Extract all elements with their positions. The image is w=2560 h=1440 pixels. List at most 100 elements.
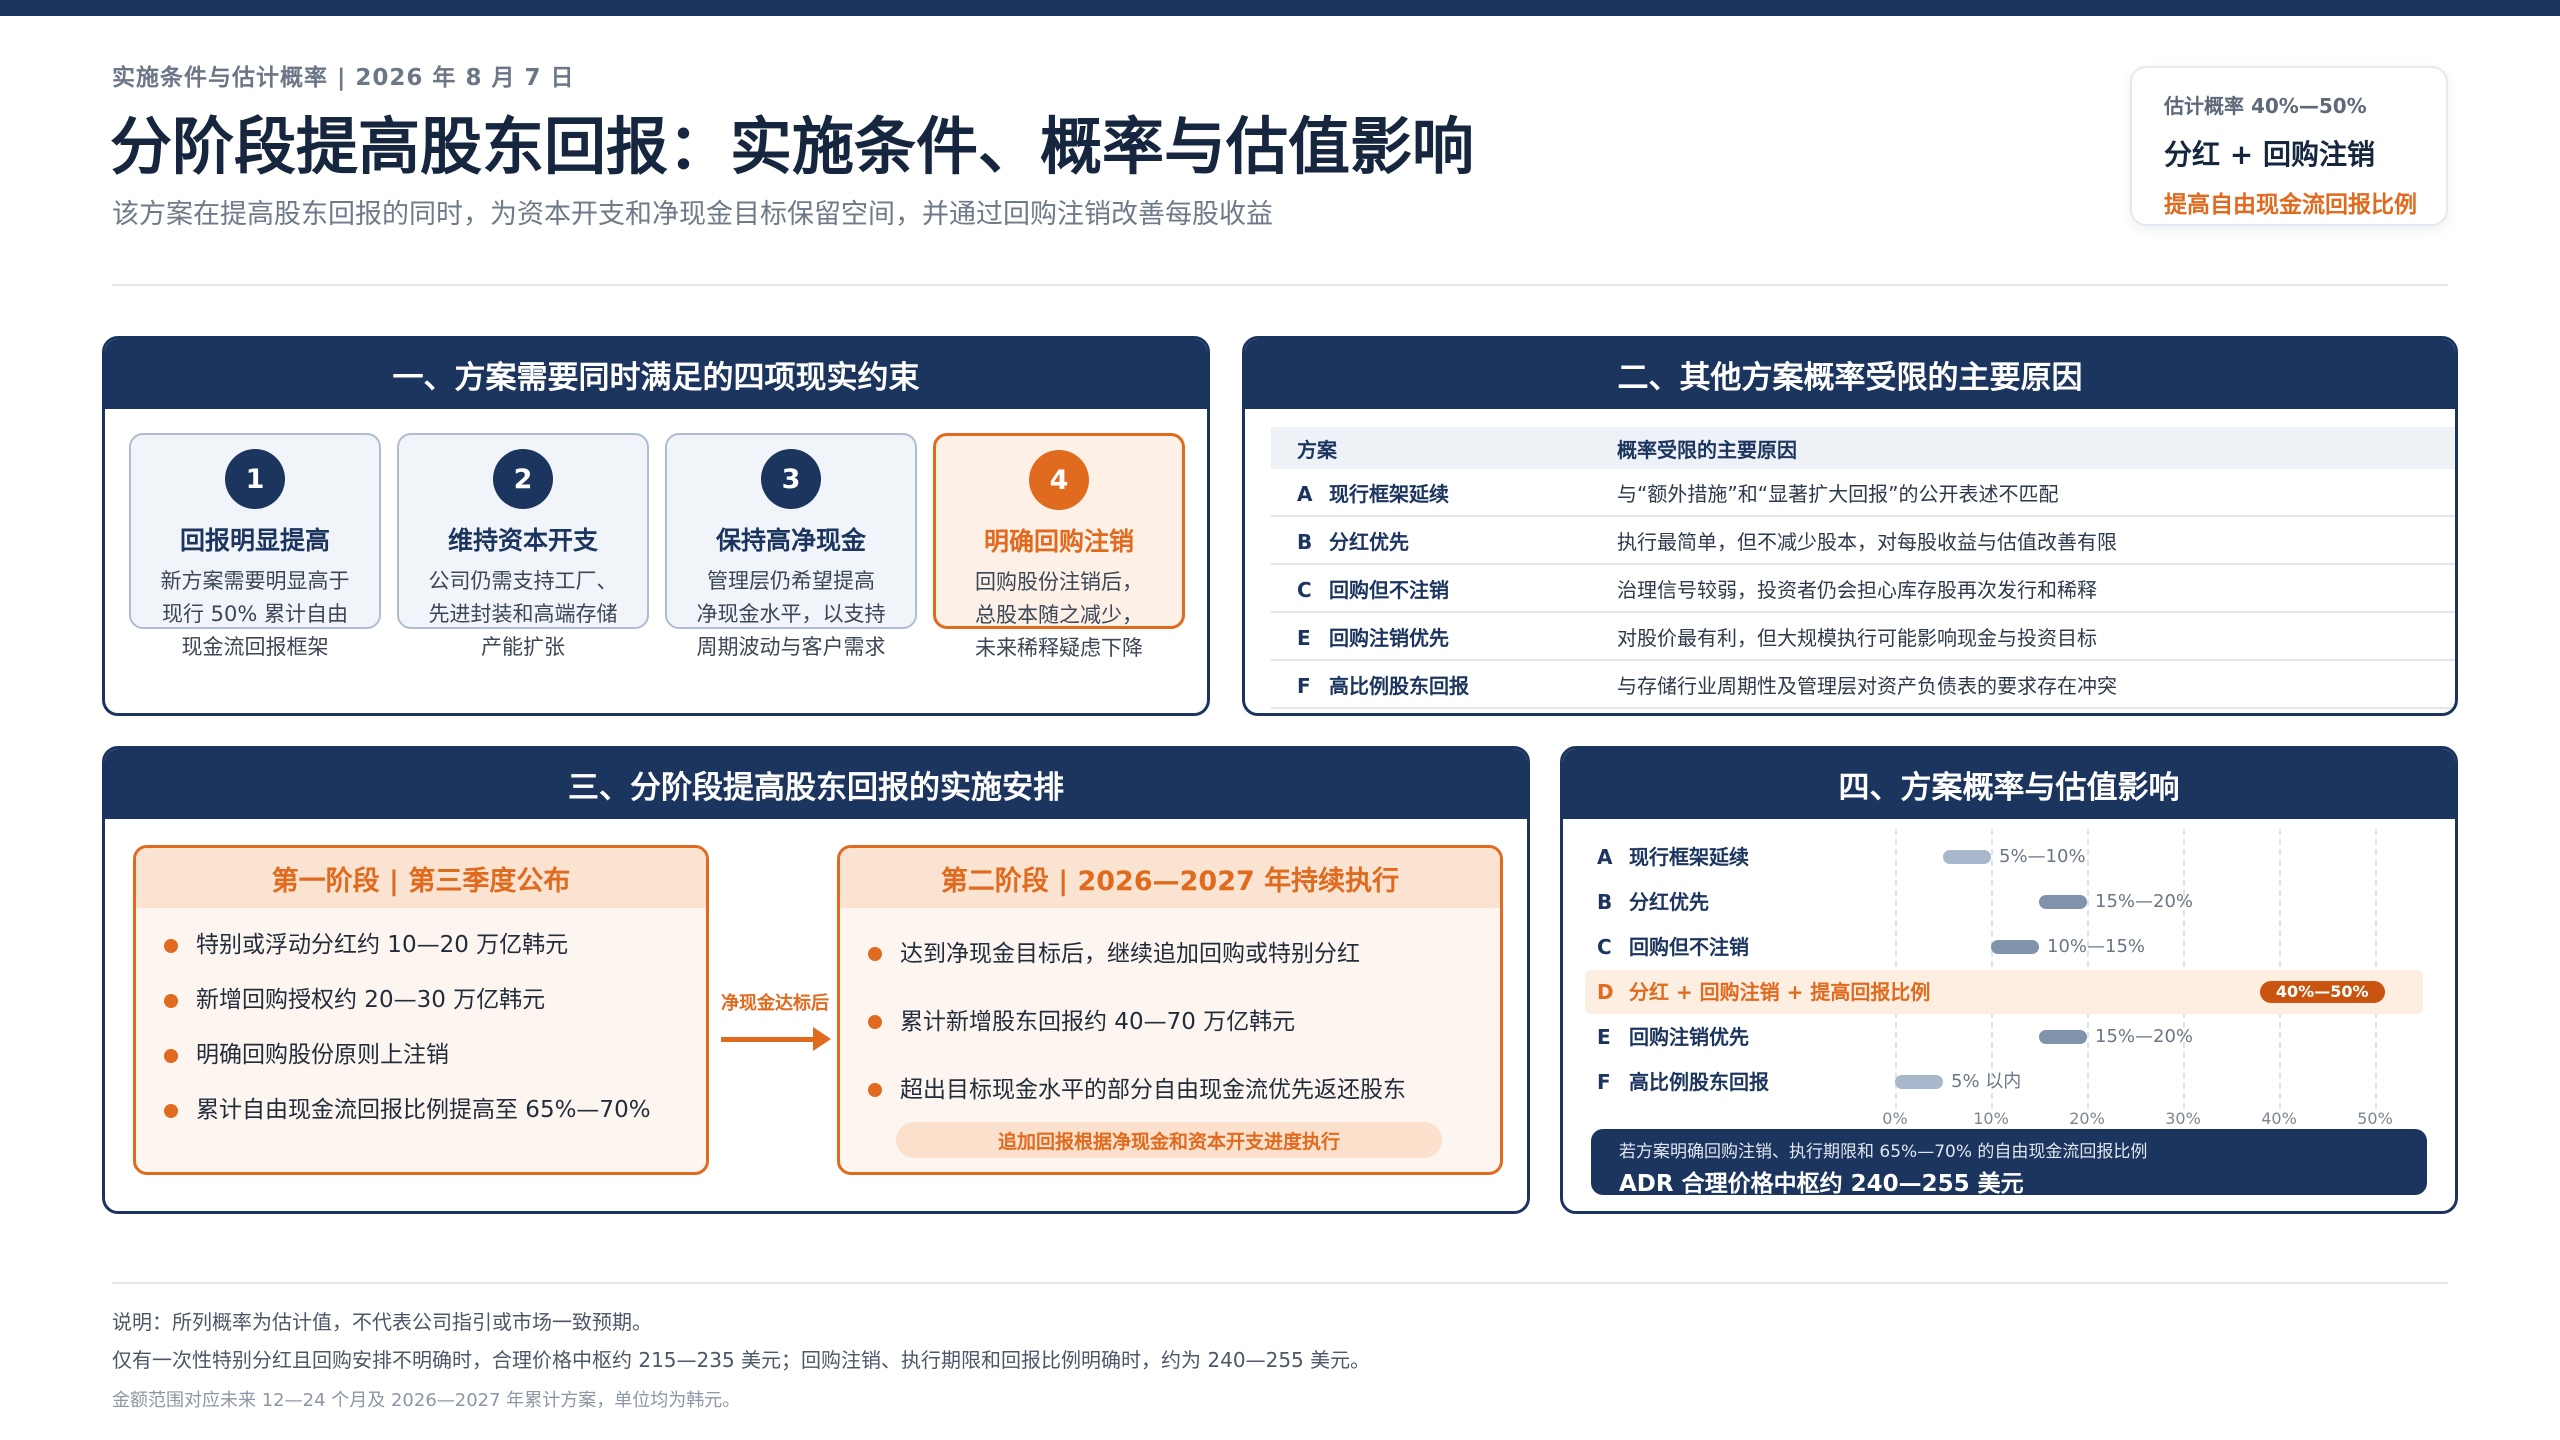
probability-range-bar — [1991, 940, 2039, 954]
table-header: 方案 概率受限的主要原因 — [1271, 427, 2455, 469]
stage-item: 累计自由现金流回报比例提高至 65%—70% — [136, 1083, 706, 1138]
arrow-right-icon — [813, 1027, 831, 1051]
grid-line — [1895, 829, 1897, 1109]
panel-title: 一、方案需要同时满足的四项现实约束 — [105, 339, 1207, 409]
row-reason: 与存储行业周期性及管理层对资产负债表的要求存在冲突 — [1617, 673, 2117, 698]
row-letter: B — [1297, 529, 1313, 554]
scheme-name: 分红 + 回购注销 + 提高回报比例 — [1629, 980, 1931, 1004]
x-tick-label: 40% — [2261, 1109, 2297, 1128]
arrow-shaft — [721, 1037, 815, 1042]
x-tick-label: 50% — [2357, 1109, 2393, 1128]
scheme-letter: C — [1597, 935, 1612, 959]
stage-title: 第二阶段 | 2026—2027 年持续执行 — [840, 848, 1500, 908]
card-line: 周期波动与客户需求 — [696, 635, 886, 659]
scheme-label: D 分红 + 回购注销 + 提高回报比例 — [1597, 972, 1930, 1012]
implementation-panel: 三、分阶段提高股东回报的实施安排 第一阶段 | 第三季度公布 特别或浮动分红约 … — [102, 746, 1530, 1214]
probability-range-bar — [2039, 1030, 2087, 1044]
panel-title: 四、方案概率与估值影响 — [1563, 749, 2455, 819]
row-reason: 治理信号较弱，投资者仍会担心库存股再次发行和稀释 — [1617, 577, 2097, 602]
badge-scheme: 分红 + 回购注销 — [2164, 138, 2375, 171]
badge-probability: 估计概率 40%—50% — [2164, 94, 2367, 118]
card-line: 公司仍需支持工厂、 — [428, 569, 618, 593]
scheme-letter: A — [1597, 845, 1613, 869]
table-row: F 高比例股东回报 与存储行业周期性及管理层对资产负债表的要求存在冲突 — [1271, 661, 2455, 709]
scheme-letter: F — [1597, 1070, 1611, 1094]
scheme-letter: E — [1597, 1025, 1611, 1049]
panel-title: 三、分阶段提高股东回报的实施安排 — [105, 749, 1527, 819]
stage-item: 新增回购授权约 20—30 万亿韩元 — [136, 973, 706, 1028]
top-accent-bar — [0, 0, 2560, 16]
row-scheme: 回购但不注销 — [1329, 577, 1449, 602]
probability-range-bar — [1943, 850, 1991, 864]
row-scheme: 分红优先 — [1329, 529, 1409, 554]
card-line: 管理层仍希望提高 — [707, 569, 875, 593]
card-line: 总股本随之减少， — [975, 603, 1143, 627]
card-line: 回购股份注销后， — [975, 570, 1143, 594]
row-letter: E — [1297, 625, 1311, 650]
probability-row: A 现行框架延续 5%—10% — [1563, 837, 2455, 877]
execution-note-pill: 追加回报根据净现金和资本开支进度执行 — [896, 1122, 1442, 1158]
card-title: 回报明显提高 — [179, 526, 330, 555]
footer-divider — [112, 1282, 2448, 1284]
grid-line — [2375, 829, 2377, 1109]
stage-item: 达到净现金目标后，继续追加回购或特别分红 — [840, 920, 1500, 988]
constraint-card: 3 保持高净现金 管理层仍希望提高 净现金水平，以支持 周期波动与客户需求 — [665, 433, 917, 659]
x-tick-label: 0% — [1882, 1109, 1908, 1128]
row-reason: 对股价最有利，但大规模执行可能影响现金与投资目标 — [1617, 625, 2097, 650]
badge-highlight: 提高自由现金流回报比例 — [2164, 192, 2417, 218]
card-line: 新方案需要明显高于 — [160, 569, 350, 593]
scheme-name: 回购注销优先 — [1629, 1025, 1749, 1049]
row-letter: F — [1297, 673, 1311, 698]
stage-title: 第一阶段 | 第三季度公布 — [136, 848, 706, 908]
x-tick-label: 10% — [1973, 1109, 2009, 1128]
scheme-name: 现行框架延续 — [1629, 845, 1749, 869]
card-line: 未来稀释疑虑下降 — [975, 636, 1143, 660]
card-line: 现行 50% 累计自由 — [161, 602, 349, 626]
x-tick-label: 20% — [2069, 1109, 2105, 1128]
probability-range-label: 5%—10% — [1999, 846, 2086, 867]
conclusion-condition: 若方案明确回购注销、执行期限和 65%—70% 的自由现金流回报比例 — [1619, 1142, 2148, 1162]
column-header-reason: 概率受限的主要原因 — [1617, 437, 1797, 462]
conclusion-price: ADR 合理价格中枢约 240—255 美元 — [1619, 1171, 2024, 1197]
probability-badge: 估计概率 40%—50% 分红 + 回购注销 提高自由现金流回报比例 — [2130, 66, 2448, 226]
x-tick-label: 30% — [2165, 1109, 2201, 1128]
stage-item: 特别或浮动分红约 10—20 万亿韩元 — [136, 918, 706, 973]
card-line: 现金流回报框架 — [181, 635, 329, 659]
step-number: 3 — [761, 449, 821, 509]
row-reason: 执行最简单，但不减少股本，对每股收益与估值改善有限 — [1617, 529, 2117, 554]
row-reason: 与“额外措施”和“显著扩大回报”的公开表述不匹配 — [1617, 481, 2059, 506]
scheme-letter: D — [1597, 980, 1614, 1004]
card-line: 产能扩张 — [481, 635, 565, 659]
grid-line — [2087, 829, 2089, 1109]
row-letter: C — [1297, 577, 1312, 602]
constraints-panel: 一、方案需要同时满足的四项现实约束 1 回报明显提高 新方案需要明显高于 现行 … — [102, 336, 1210, 716]
header-divider — [112, 284, 2448, 286]
probability-panel: 四、方案概率与估值影响 0% 10% 20% 30% 40% 50% A 现行框架延续 5%—1… — [1560, 746, 2458, 1214]
card-line: 净现金水平，以支持 — [696, 602, 886, 626]
card-title: 保持高净现金 — [715, 526, 866, 555]
stage-one-box: 第一阶段 | 第三季度公布 特别或浮动分红约 10—20 万亿韩元 新增回购授权… — [133, 845, 709, 1175]
step-number: 2 — [493, 449, 553, 509]
probability-range-label: 10%—15% — [2047, 936, 2146, 957]
card-title: 维持资本开支 — [447, 526, 598, 555]
row-scheme: 回购注销优先 — [1329, 625, 1449, 650]
row-scheme: 高比例股东回报 — [1329, 673, 1469, 698]
card-line: 先进封装和高端存储 — [428, 602, 618, 626]
probability-range-label: 5% 以内 — [1951, 1071, 2022, 1092]
row-scheme: 现行框架延续 — [1329, 481, 1449, 506]
scheme-name: 高比例股东回报 — [1629, 1070, 1769, 1094]
scheme-label: A 现行框架延续 — [1597, 837, 1749, 877]
table-row: E 回购注销优先 对股价最有利，但大规模执行可能影响现金与投资目标 — [1271, 613, 2455, 661]
scheme-name: 分红优先 — [1629, 890, 1709, 914]
constraint-card: 1 回报明显提高 新方案需要明显高于 现行 50% 累计自由 现金流回报框架 — [129, 433, 381, 659]
stage-item: 明确回购股份原则上注销 — [136, 1028, 706, 1083]
